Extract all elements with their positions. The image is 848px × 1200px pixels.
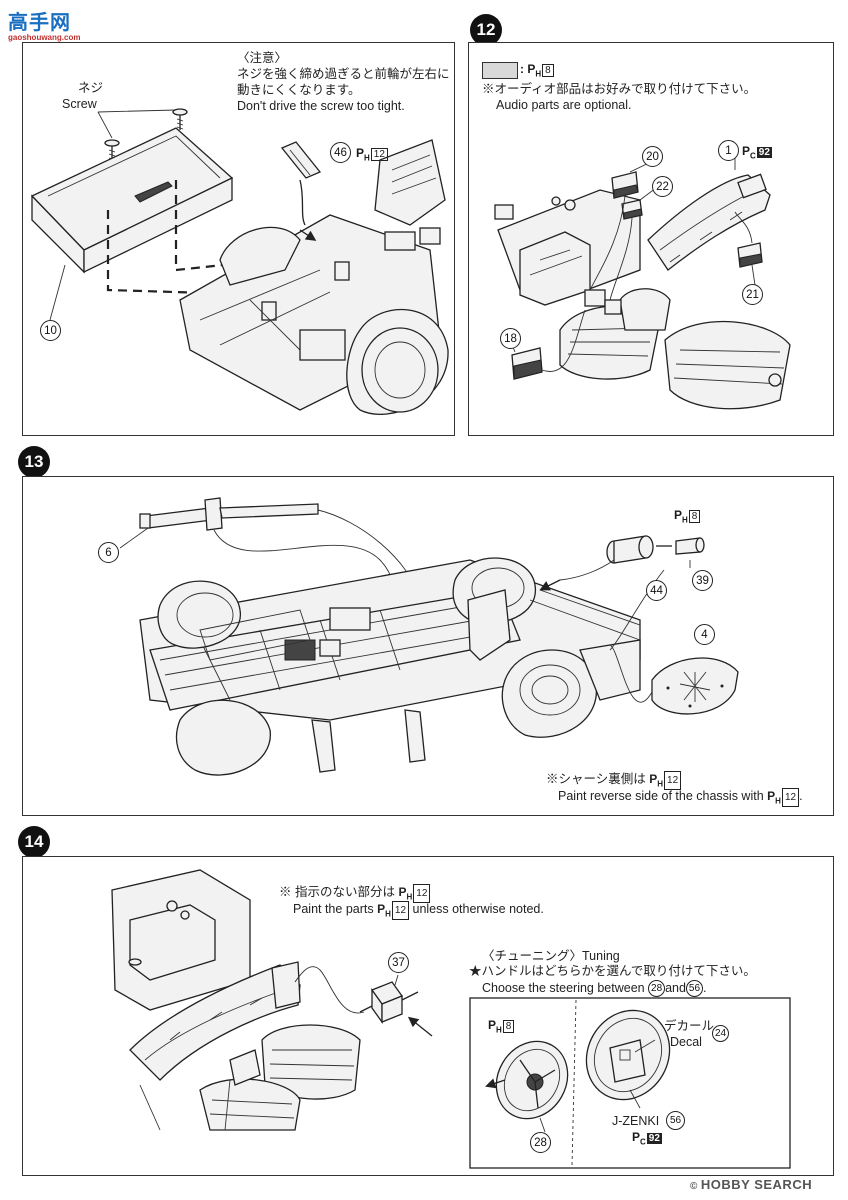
part-label-22: 22 (652, 176, 673, 197)
shield-part-4 (651, 657, 739, 715)
audio-part-21 (737, 242, 763, 268)
interior-illustration (111, 869, 361, 1131)
paint-legend-swatch (482, 62, 518, 79)
step-13-note-en: Paint reverse side of the chassis with P… (558, 788, 803, 807)
mirror-part-37 (359, 981, 419, 1025)
watermark-logo: 高手网 gaoshouwang.com (8, 6, 88, 42)
part-label-1: 1 (718, 140, 739, 161)
part-label-20: 20 (642, 146, 663, 167)
part-label-46: 46 (330, 142, 351, 163)
jzenki-label: J-ZENKI (612, 1114, 660, 1128)
dashboard-part-1 (647, 173, 771, 271)
screw-label-jp: ネジ (78, 81, 104, 95)
footer-logo: ©HOBBY SEARCH (690, 1177, 812, 1192)
bracket-part-46 (280, 141, 322, 226)
step-14-number: 14 (18, 826, 50, 858)
screw-icon-left (104, 139, 120, 162)
step-13-number: 13 (18, 446, 50, 478)
seats-illustration (559, 288, 791, 410)
chassis-front-illustration (179, 139, 449, 415)
screw-label-en: Screw (62, 97, 97, 111)
step-12-number: 12 (470, 14, 502, 46)
audio-part-22 (621, 199, 643, 220)
tuning-note-jp: ★ハンドルはどちらかを選んで取り付けて下さい。 (469, 964, 756, 978)
tuning-title: 〈チューニング〉Tuning (482, 949, 620, 963)
part-label-37: 37 (388, 952, 409, 973)
chassis-illustration (139, 557, 641, 776)
screw-icon-right (172, 108, 188, 130)
footer-copyright: © (690, 1181, 698, 1192)
part-label-24: 24 (712, 1025, 729, 1042)
part-label-39: 39 (692, 570, 713, 591)
part-label-44: 44 (646, 580, 667, 601)
decal-label-jp: デカール (664, 1019, 715, 1033)
part-label-28: 28 (530, 1132, 551, 1153)
audio-part-18 (511, 347, 543, 380)
footer-logo-text: HOBBY SEARCH (700, 1177, 813, 1192)
audio-part-20 (611, 171, 639, 199)
watermark-subtitle: gaoshouwang.com (8, 33, 81, 42)
step-12-note-en: Audio parts are optional. (496, 98, 632, 112)
part-label-6: 6 (98, 542, 119, 563)
part-label-10: 10 (40, 320, 61, 341)
tray-part-10 (30, 127, 234, 274)
decal-label-en: Decal (670, 1035, 702, 1049)
part-label-18: 18 (500, 328, 521, 349)
can-part-44 (606, 535, 654, 564)
steering-wheel-part-56 (585, 1009, 671, 1101)
step-11-note-jp-2: 動きにくくなります。 (237, 83, 361, 97)
step-11-note-en: Don't drive the screw too tight. (237, 99, 405, 113)
step-11-note-title: 〈注意〉 (237, 51, 288, 65)
tip-part-39 (656, 537, 705, 555)
part-label-21: 21 (742, 284, 763, 305)
steering-wheel-part-28 (495, 1040, 569, 1120)
step-12-note-jp: ※オーディオ部品はお好みで取り付けて下さい。 (482, 82, 757, 96)
part-label-56: 56 (666, 1111, 685, 1130)
step-11-note-jp-1: ネジを強く締め過ぎると前輪が左右に (237, 67, 450, 81)
steering-shaft-part-6 (139, 497, 319, 531)
part-label-4: 4 (694, 624, 715, 645)
watermark-brand: 高手网 (8, 12, 71, 34)
